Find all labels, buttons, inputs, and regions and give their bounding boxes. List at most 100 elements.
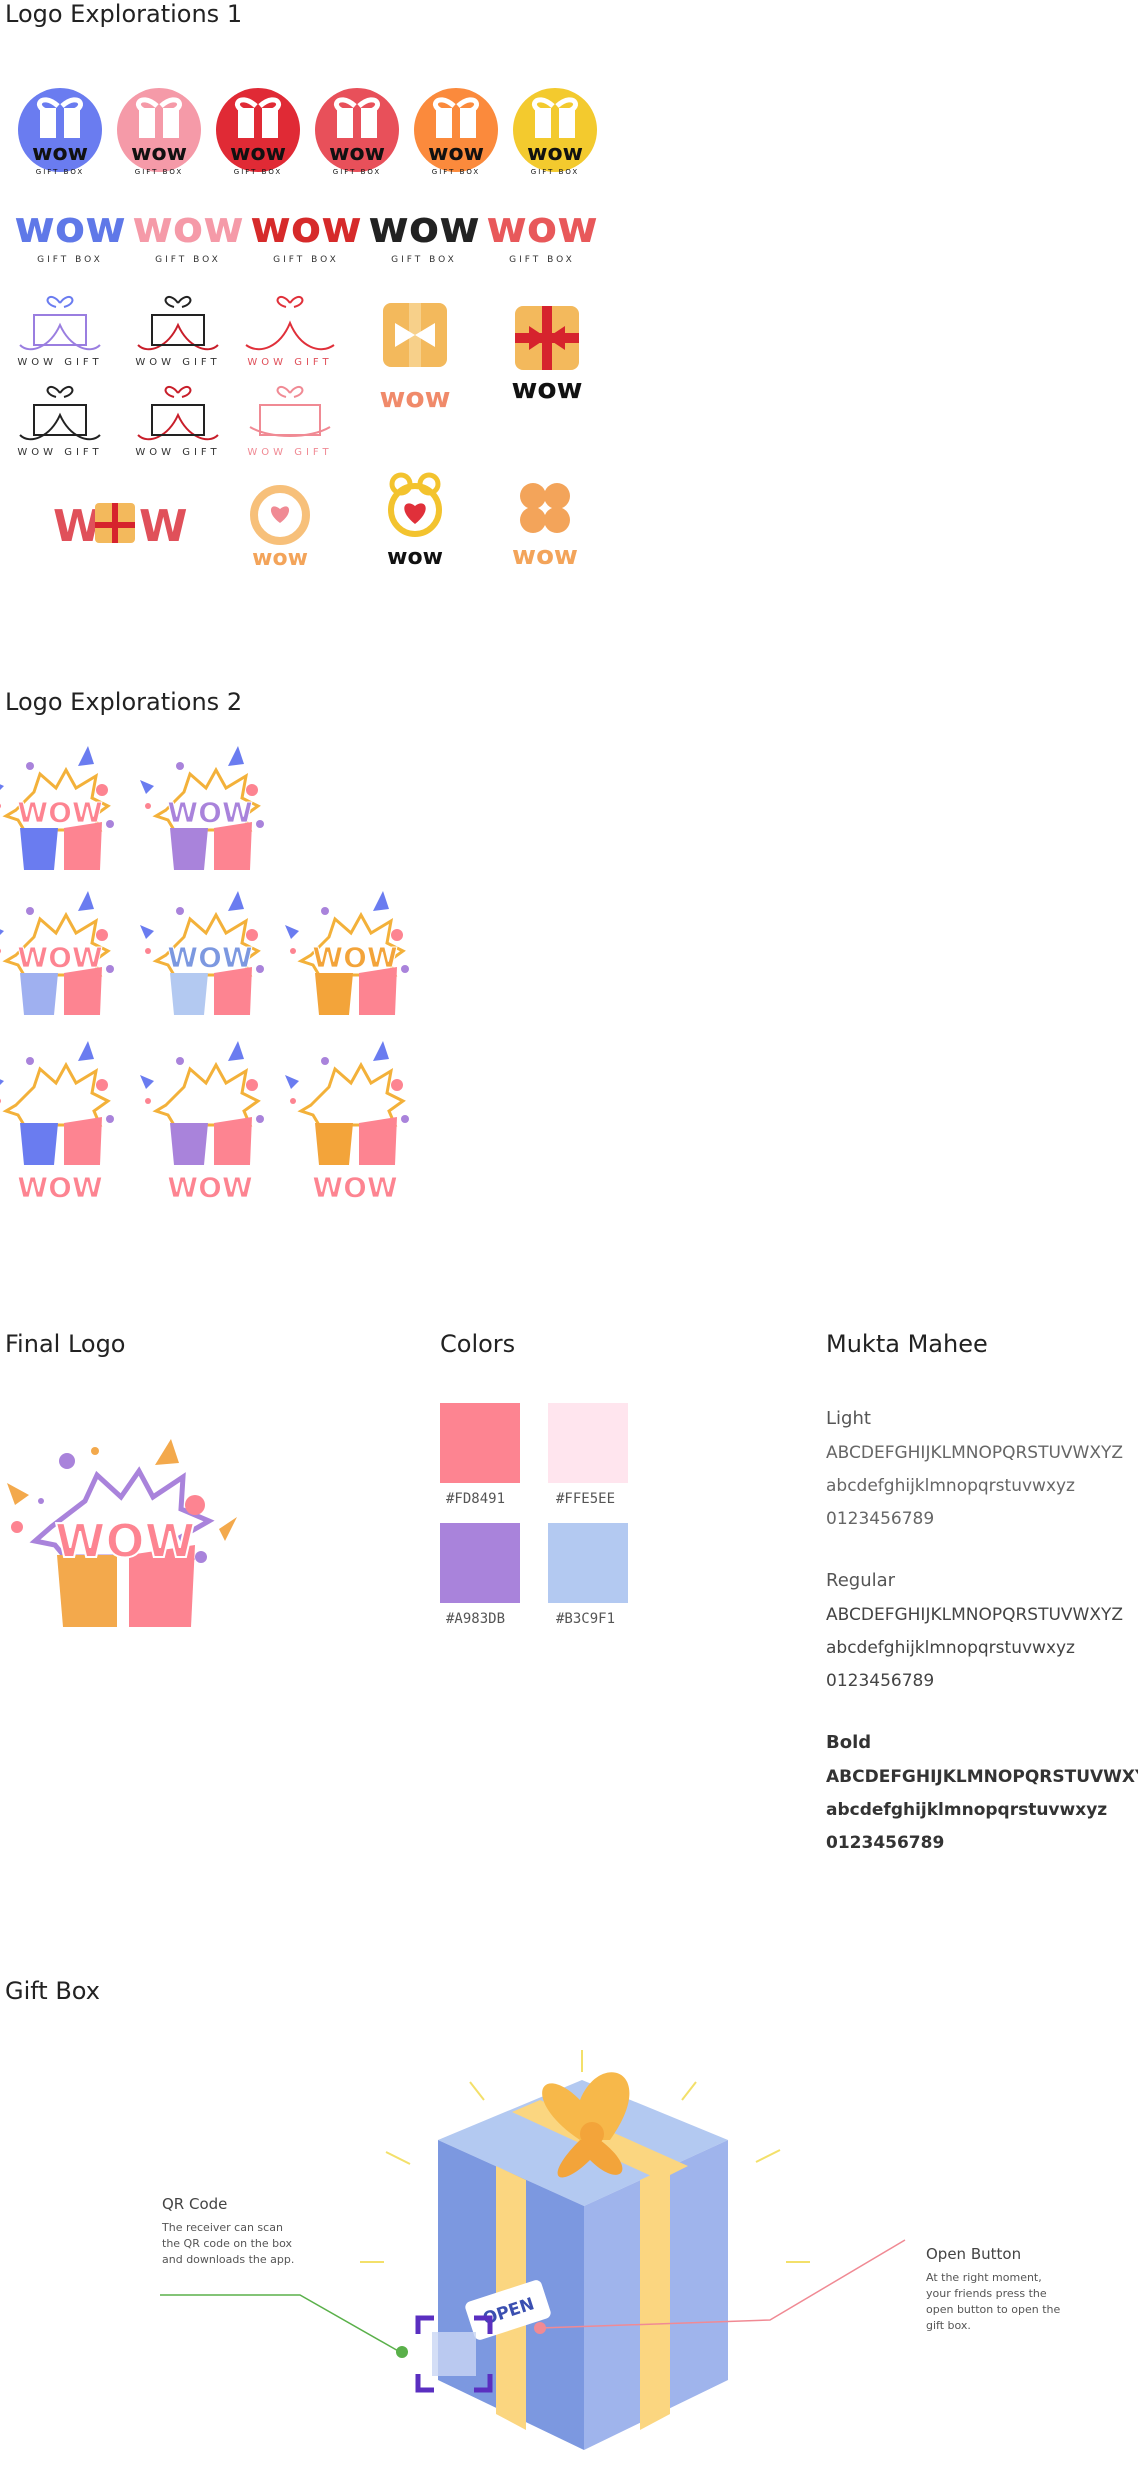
- section-title-gift-box: Gift Box: [5, 1977, 100, 2005]
- color-swatch-4: [548, 1523, 628, 1603]
- type-uppercase: ABCDEFGHIJKLMNOPQRSTUVWXYZ: [826, 1605, 1124, 1625]
- logo-wordmark: wow: [250, 202, 362, 253]
- open-button-title: Open Button: [926, 2245, 1022, 2263]
- burst-gift-logo: WOW: [285, 1041, 409, 1205]
- qr-code-title: QR Code: [162, 2195, 228, 2213]
- logo-caption: GIFT BOX: [509, 255, 575, 265]
- gift-outline-logo-black-red: WOW GIFT: [135, 296, 220, 368]
- chat-heart-logo: wow: [250, 485, 310, 571]
- open-callout-line: [539, 2239, 906, 2329]
- section-title-logo-explorations-2: Logo Explorations 2: [5, 688, 243, 716]
- section-title-colors: Colors: [440, 1330, 516, 1358]
- qr-code-description: The receiver can scan the QR code on the…: [162, 2221, 295, 2266]
- logo-caption: WOW GIFT: [17, 447, 102, 458]
- final-logo: WOW: [7, 1439, 237, 1627]
- burst-gift-logo: WOW: [0, 891, 114, 1015]
- type-lowercase: abcdefghijklmnopqrstuvwxyz: [826, 1476, 1075, 1496]
- logo-caption: GIFT BOX: [155, 255, 221, 265]
- logo-wordmark: WOW: [312, 941, 398, 974]
- logo-wordmark: wow: [512, 372, 583, 405]
- ribbon-bow: [542, 2072, 630, 2178]
- logo-wordmark: WOW: [167, 941, 253, 974]
- gift-outline-logo-red: WOW GIFT: [245, 296, 335, 368]
- section-title-font: Mukta Mahee: [826, 1330, 988, 1358]
- type-lowercase: abcdefghijklmnopqrstuvwxyz: [826, 1800, 1108, 1820]
- gift-outline-logo-black-red-2: WOW GIFT: [135, 386, 220, 458]
- gift-box-illustration: OPEN: [160, 2050, 906, 2450]
- logo-wordmark: wow: [428, 141, 484, 166]
- logo-wordmark: wow: [486, 202, 598, 253]
- square-gift-icon-red-ribbon: wow: [512, 306, 583, 405]
- qr-code-frame: [415, 2315, 493, 2393]
- logo-wordmark: WOW: [312, 1171, 398, 1204]
- logo-caption: GIFT BOX: [391, 255, 457, 265]
- color-label-1: #FD8491: [446, 1491, 506, 1507]
- svg-text:W: W: [139, 501, 188, 552]
- logo-wordmark: wow: [527, 141, 583, 166]
- logo-caption: WOW GIFT: [247, 447, 332, 458]
- open-button-description: At the right moment, your friends press …: [926, 2271, 1061, 2332]
- type-digits: 0123456789: [826, 1509, 935, 1529]
- gift-outline-logo-black: WOW GIFT: [17, 386, 102, 458]
- bear-heart-logo: wow: [387, 472, 443, 570]
- type-specimen-light: Light ABCDEFGHIJKLMNOPQRSTUVWXYZ abcdefg…: [826, 1408, 1123, 1536]
- type-weight-label: Regular: [826, 1570, 896, 1591]
- type-digits: 0123456789: [826, 1833, 945, 1853]
- logo-caption: GIFT BOX: [333, 168, 381, 176]
- logo-wordmark: WOW: [167, 1171, 253, 1204]
- logo-wordmark: wow: [380, 381, 451, 414]
- type-weight-label: Bold: [826, 1732, 872, 1753]
- logo-caption: GIFT BOX: [273, 255, 339, 265]
- clover-logo: wow: [512, 483, 578, 571]
- wow-ribbon-wordmark: W W: [53, 501, 188, 552]
- burst-gift-logo: WOW: [140, 891, 264, 1015]
- gift-outline-logo-pink: WOW GIFT: [247, 386, 332, 458]
- logo-wordmark: wow: [252, 546, 308, 571]
- section-title-logo-explorations-1: Logo Explorations 1: [5, 0, 243, 28]
- color-label-3: #A983DB: [446, 1611, 506, 1627]
- type-uppercase: ABCDEFGHIJKLMNOPQRSTUVWXYZ: [826, 1767, 1138, 1787]
- burst-gift-logo: WOW: [140, 1041, 264, 1205]
- logo-caption: WOW GIFT: [17, 357, 102, 368]
- burst-gift-logo: WOW: [0, 1041, 114, 1205]
- logo-caption: GIFT BOX: [234, 168, 282, 176]
- section-title-final-logo: Final Logo: [5, 1330, 126, 1358]
- logo-wordmark: wow: [512, 541, 578, 571]
- logo-caption: WOW GIFT: [135, 357, 220, 368]
- burst-gift-logo: WOW: [285, 891, 409, 1015]
- type-weight-label: Light: [826, 1408, 871, 1429]
- light-rays: [360, 2050, 810, 2263]
- color-swatch-2: [548, 1403, 628, 1483]
- logo-caption: GIFT BOX: [37, 255, 103, 265]
- logo-caption: GIFT BOX: [432, 168, 480, 176]
- logo-wordmark: WOW: [17, 1171, 103, 1204]
- logo-wordmark: wow: [387, 545, 443, 570]
- logo-caption: GIFT BOX: [531, 168, 579, 176]
- type-specimen-bold: Bold ABCDEFGHIJKLMNOPQRSTUVWXYZ abcdefgh…: [826, 1732, 1138, 1860]
- logo-wordmark: wow: [14, 202, 126, 253]
- logo-wordmark: wow: [368, 202, 480, 253]
- logo-caption: WOW GIFT: [247, 357, 332, 368]
- logo-wordmark: WOW: [17, 796, 103, 829]
- square-gift-icon-bow: wow: [380, 303, 451, 414]
- logo-wordmark: wow: [32, 141, 88, 166]
- logo-caption: GIFT BOX: [36, 168, 84, 176]
- type-specimen-regular: Regular ABCDEFGHIJKLMNOPQRSTUVWXYZ abcde…: [826, 1570, 1123, 1698]
- svg-text:W: W: [53, 501, 102, 552]
- logo-caption: WOW GIFT: [135, 447, 220, 458]
- logo-wordmark: wow: [132, 202, 244, 253]
- color-label-4: #B3C9F1: [556, 1611, 616, 1627]
